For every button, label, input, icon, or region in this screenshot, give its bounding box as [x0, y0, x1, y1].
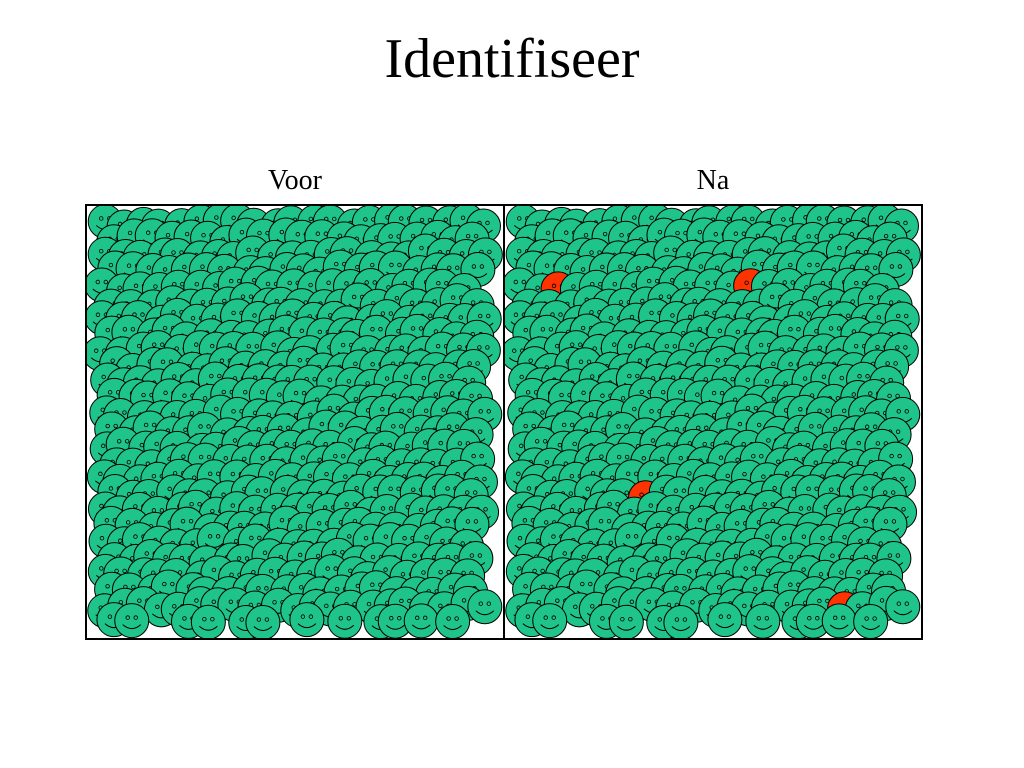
smiley-face-icon [114, 603, 150, 639]
panel-before [86, 205, 503, 639]
smiley-face-icon [532, 603, 568, 639]
smiley-face-icon [377, 603, 413, 639]
smiley-face-icon [245, 605, 281, 639]
smiley-face-icon [467, 589, 503, 625]
smiley-face-icon [403, 603, 439, 639]
smiley-face-icon [608, 604, 644, 639]
smiley-face-icon [707, 602, 743, 638]
smiley-face-icon [885, 589, 921, 625]
smiley-face-icon [745, 603, 781, 639]
smiley-face-icon [190, 604, 226, 639]
panel-label-before: Voor [268, 165, 322, 196]
panel-after [504, 205, 921, 639]
smiley-face-icon [327, 603, 363, 639]
smiley-face-icon [435, 604, 471, 639]
smiley-face-icon [663, 605, 699, 639]
panel-label-after: Na [696, 165, 730, 196]
comparison-panels [85, 204, 923, 640]
slide-title: Identifiseer [384, 28, 640, 90]
comparison-svg [85, 204, 923, 640]
smiley-face-icon [289, 602, 325, 638]
smiley-face-icon [853, 604, 889, 639]
panel-after-frame [503, 204, 923, 640]
smiley-face-icon [821, 603, 857, 639]
